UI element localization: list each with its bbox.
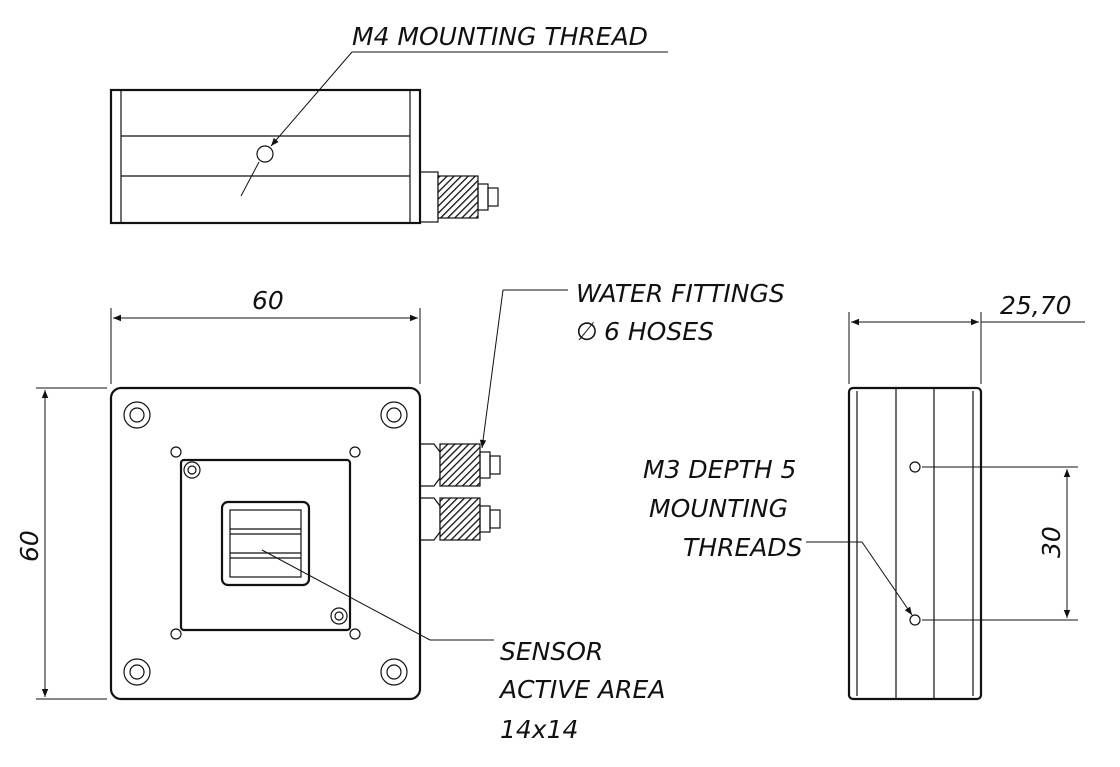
m4-leader-arrow	[270, 51, 353, 147]
corner-screw-bottom-right	[380, 658, 408, 686]
front-view-body	[109, 386, 422, 701]
dim-depth-side: 25,70	[1000, 291, 1072, 320]
m4-leader-tail	[240, 161, 260, 197]
sensor-active-area	[229, 509, 302, 578]
top-view-water-fitting	[419, 171, 499, 223]
m3-threads-label: THREADS	[683, 533, 803, 562]
water-leader-arrow	[479, 289, 504, 449]
water-fitting-upper	[420, 443, 501, 487]
top-view: M4 MOUNTING THREAD	[109, 22, 668, 225]
hoses-label: 6 HOSES	[604, 317, 714, 346]
m3-leader-arrow	[861, 541, 913, 616]
m3-mounting-label: MOUNTING	[649, 494, 788, 523]
m3-thread-hole-lower	[909, 614, 921, 626]
m4-thread-hole	[256, 145, 274, 163]
corner-screw-bottom-left	[123, 658, 151, 686]
dim-height-front: 60	[15, 530, 44, 562]
mount-hole-1	[170, 446, 182, 458]
m3-depth-label: M3 DEPTH 5	[643, 455, 796, 484]
front-view: 60 60 WATER FITTINGS ∅ 6 HOSES SENSOR AC…	[15, 279, 785, 744]
corner-screw-top-left	[123, 401, 151, 429]
sensor-window	[220, 500, 311, 587]
dim-width-front: 60	[252, 286, 284, 315]
m3-thread-hole-upper	[909, 461, 921, 473]
active-area-label: ACTIVE AREA	[498, 675, 665, 704]
mount-hole-4	[349, 628, 361, 640]
active-area-size-label: 14x14	[500, 715, 578, 744]
plate-screw-bottom-right	[330, 607, 348, 625]
mount-hole-2	[349, 446, 361, 458]
mount-hole-3	[170, 628, 182, 640]
diameter-symbol: ∅	[576, 317, 598, 346]
side-view: 25,70 30 M3 DEPTH 5 MOUNTING THREADS	[643, 291, 1085, 701]
top-view-body	[109, 88, 422, 225]
side-view-body	[847, 386, 983, 701]
sensor-leader-diagonal	[261, 549, 431, 641]
water-fittings-label: WATER FITTINGS	[576, 279, 785, 308]
corner-screw-top-right	[380, 401, 408, 429]
sensor-plate	[179, 458, 352, 632]
m4-thread-label: M4 MOUNTING THREAD	[352, 22, 648, 51]
sensor-label: SENSOR	[500, 637, 603, 666]
water-fitting-lower	[420, 497, 501, 541]
plate-screw-top-left	[183, 461, 201, 479]
dim-thread-spacing-side: 30	[1037, 526, 1066, 558]
